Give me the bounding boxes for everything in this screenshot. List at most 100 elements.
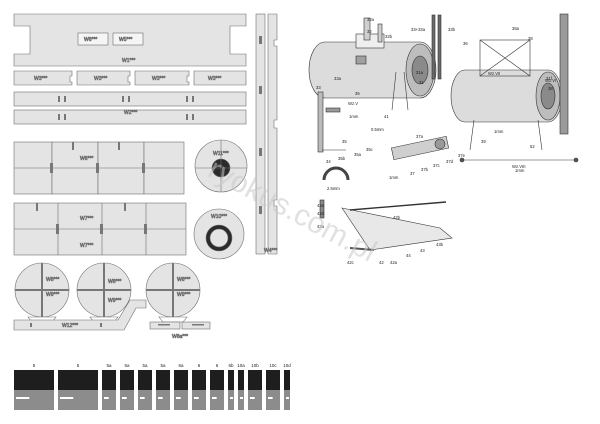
label-w10: W10*** (211, 214, 227, 220)
callout-32b: 32b (385, 34, 393, 39)
strip-top (138, 370, 152, 390)
strip-top (284, 370, 290, 390)
strip-top (248, 370, 262, 390)
strip-slot (212, 397, 217, 399)
strip-bottom (228, 390, 234, 410)
strip-6: 6 (210, 363, 224, 410)
part-w4 (255, 13, 278, 255)
label-w7-2: W7*** (80, 243, 93, 249)
strip-top (266, 370, 280, 390)
label-w2: W2*** (124, 110, 137, 116)
callout-37b: 37b (421, 167, 429, 172)
strip-bottom (210, 390, 224, 410)
part-w3-row (13, 70, 247, 86)
strip-bottom (192, 390, 206, 410)
callout-31a: 31a (416, 70, 424, 75)
strip-bottom (58, 390, 98, 410)
strip-slot (176, 397, 181, 399)
label-w9-3: W9*** (177, 292, 190, 298)
strip-slot (250, 397, 255, 399)
strip-label: 5a (106, 363, 112, 368)
callout-42d: 42d (317, 211, 325, 216)
callout-35c: 35c (366, 147, 373, 152)
tubes-33 (431, 14, 442, 80)
label-w9-1: W9*** (46, 292, 59, 298)
strip-bottom (248, 390, 262, 410)
strip-label: 10a (237, 363, 245, 368)
strip-5a: 5a (138, 363, 152, 410)
label-w3-3: W3*** (152, 76, 165, 82)
strip-label: 10d (283, 363, 291, 368)
callout-31f: 31f (546, 76, 553, 81)
callout-41: 41 (384, 114, 389, 119)
strip-bottom (156, 390, 170, 410)
label-w8-2: W8*** (108, 279, 121, 285)
label-w8a: W8a*** (172, 334, 188, 340)
strip-bottom (138, 390, 152, 410)
strip-slot (140, 397, 145, 399)
part-w2 (13, 91, 247, 125)
callout-labels: 32a 32 32b 33+33a 33b 38a 36 38 31a 31 3… (316, 17, 556, 265)
strip-label: 5a (142, 363, 148, 368)
callout-34: 34 (326, 159, 331, 164)
strip-label: 6b (228, 363, 234, 368)
parts-area: W6*** W5*** W1*** W3*** W3*** W3*** W3**… (13, 13, 278, 340)
strip-top (120, 370, 134, 390)
label-w3-2: W3*** (94, 76, 107, 82)
callout-1mm-b: 1mm (494, 129, 504, 134)
strip-slot (230, 397, 233, 399)
callout-42a-a: 42a (317, 203, 325, 208)
callout-32: 32 (367, 29, 372, 34)
callout-33b: 33b (448, 27, 456, 32)
callout-33: 33 (316, 85, 321, 90)
callout-05mm: 0.5mm (371, 127, 384, 132)
strip-label: 10b (251, 363, 259, 368)
strip-10d: 10d (283, 363, 291, 410)
callout-38a: 38a (512, 26, 520, 31)
part-w6 (13, 141, 185, 195)
callout-52: 52 (530, 144, 535, 149)
strip-slot (122, 397, 127, 399)
part-w8-w9-discs (14, 262, 201, 323)
callout-42b: 42b (393, 215, 401, 220)
callout-33a: 33a (334, 76, 342, 81)
strip-5a: 5a (156, 363, 170, 410)
label-w12: W12*** (62, 323, 78, 329)
callout-wz-vii: Wz.VII (488, 71, 500, 76)
strip-label: 5 (77, 363, 80, 368)
strip-bottom (238, 390, 244, 410)
strip-bottom (174, 390, 188, 410)
strip-top (14, 370, 54, 390)
ring-part (322, 166, 350, 181)
part-w11 (194, 139, 248, 193)
label-w5a: W5*** (119, 37, 132, 43)
label-w8-1: W8*** (46, 277, 59, 283)
callout-33-33a: 33+33a (411, 27, 426, 32)
strip-label: 5a (124, 363, 130, 368)
strip-slot (240, 397, 243, 399)
strip-top (210, 370, 224, 390)
callout-43b: 43b (436, 242, 444, 247)
callout-wz-vi: Wz.VI (545, 78, 556, 83)
pipe-end-right (573, 157, 579, 163)
strip-slot (194, 397, 199, 399)
strip-slot (268, 397, 273, 399)
label-w8-3: W8*** (177, 277, 190, 283)
strip-label: 6a (178, 363, 184, 368)
part-w12 (13, 299, 147, 331)
callout-42c: 42c (347, 260, 354, 265)
label-w6a: W6*** (84, 37, 97, 43)
callout-1mm-a: 1mm (349, 114, 359, 119)
strip-10a: 10a (237, 363, 245, 410)
strip-slot (104, 397, 109, 399)
callout-35: 35 (342, 139, 347, 144)
callout-39: 39 (481, 139, 486, 144)
callout-42a-b: 42a (390, 260, 398, 265)
strip-top (228, 370, 234, 390)
strip-label: 5a (160, 363, 166, 368)
strip-slot (60, 397, 74, 399)
pipe-end-left (459, 157, 465, 163)
part-w8a (149, 321, 211, 330)
callout-37c: 37c (433, 163, 440, 168)
